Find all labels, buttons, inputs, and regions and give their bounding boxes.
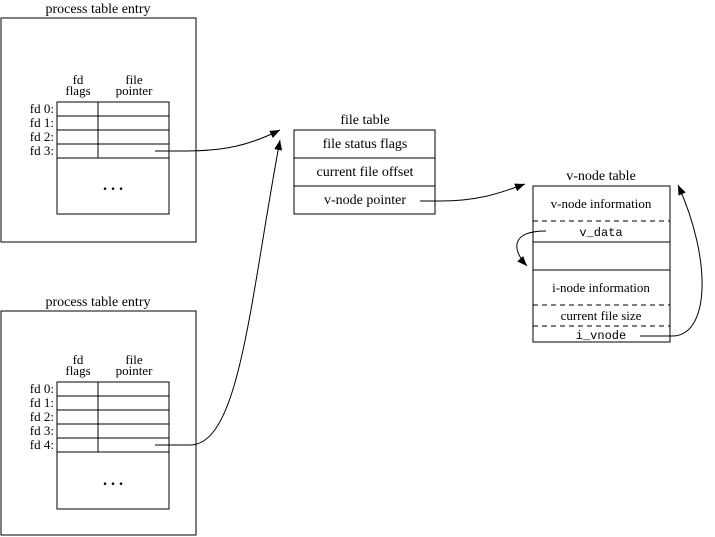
fd-row-label: fd 0: bbox=[30, 381, 54, 396]
process-table-entry-1: process table entry fd flags file pointe… bbox=[0, 2, 197, 243]
arrow-v-data-to-inode bbox=[516, 230, 547, 267]
process-entry-2-frame bbox=[0, 310, 197, 536]
fd-row-label: fd 4: bbox=[30, 437, 54, 452]
fd-flags-header-line2: flags bbox=[65, 363, 90, 378]
process-entry-1-frame bbox=[0, 17, 197, 243]
vnode-table-box bbox=[532, 185, 671, 343]
fd-table-1-ellipsis: . . . bbox=[103, 177, 123, 194]
fd-flags-header-line1: fd bbox=[73, 72, 84, 87]
arrow-fd4-to-file-table bbox=[155, 139, 283, 446]
file-table-box bbox=[293, 129, 436, 215]
process-table-entry-2: process table entry fd flags file pointe… bbox=[0, 295, 197, 536]
file-pointer-header-line1: file bbox=[125, 352, 143, 367]
file-pointer-header-line2: pointer bbox=[116, 363, 153, 378]
current-file-size: current file size bbox=[561, 308, 642, 323]
file-table: file table file status flags current fil… bbox=[293, 113, 436, 215]
file-pointer-header-line1: file bbox=[125, 72, 143, 87]
vnode-table-title: v-node table bbox=[566, 169, 636, 184]
fd-row-label: fd 3: bbox=[30, 423, 54, 438]
vnode-information: v-node information bbox=[551, 196, 652, 211]
fd-table-2 bbox=[56, 381, 170, 510]
v-data-field: v_data bbox=[579, 226, 622, 240]
arrow-i-vnode-to-vnode bbox=[640, 184, 703, 337]
current-file-offset: current file offset bbox=[317, 165, 414, 180]
fd-row-label: fd 2: bbox=[30, 409, 54, 424]
inode-information: i-node information bbox=[552, 280, 650, 295]
arrow-fd3-to-file-table bbox=[155, 129, 281, 152]
file-status-flags: file status flags bbox=[323, 137, 408, 152]
process-entry-2-title: process table entry bbox=[46, 295, 151, 310]
fd-row-label: fd 2: bbox=[30, 129, 54, 144]
arrow-vnode-pointer-to-vnode-table bbox=[420, 183, 526, 202]
vnode-pointer: v-node pointer bbox=[324, 193, 406, 208]
fd-flags-header-line2: flags bbox=[65, 83, 90, 98]
vnode-table: v-node table v-node information v_data i… bbox=[532, 169, 671, 343]
process-entry-1-title: process table entry bbox=[46, 2, 151, 17]
fd-flags-header-line1: fd bbox=[73, 352, 84, 367]
i-vnode-field: i_vnode bbox=[576, 329, 626, 343]
fd-row-label: fd 3: bbox=[30, 143, 54, 158]
fd-row-label: fd 0: bbox=[30, 101, 54, 116]
file-table-title: file table bbox=[340, 113, 389, 128]
fd-row-label: fd 1: bbox=[30, 115, 54, 130]
fd-row-label: fd 1: bbox=[30, 395, 54, 410]
file-pointer-header-line2: pointer bbox=[116, 83, 153, 98]
fd-table-2-ellipsis: . . . bbox=[103, 472, 123, 489]
